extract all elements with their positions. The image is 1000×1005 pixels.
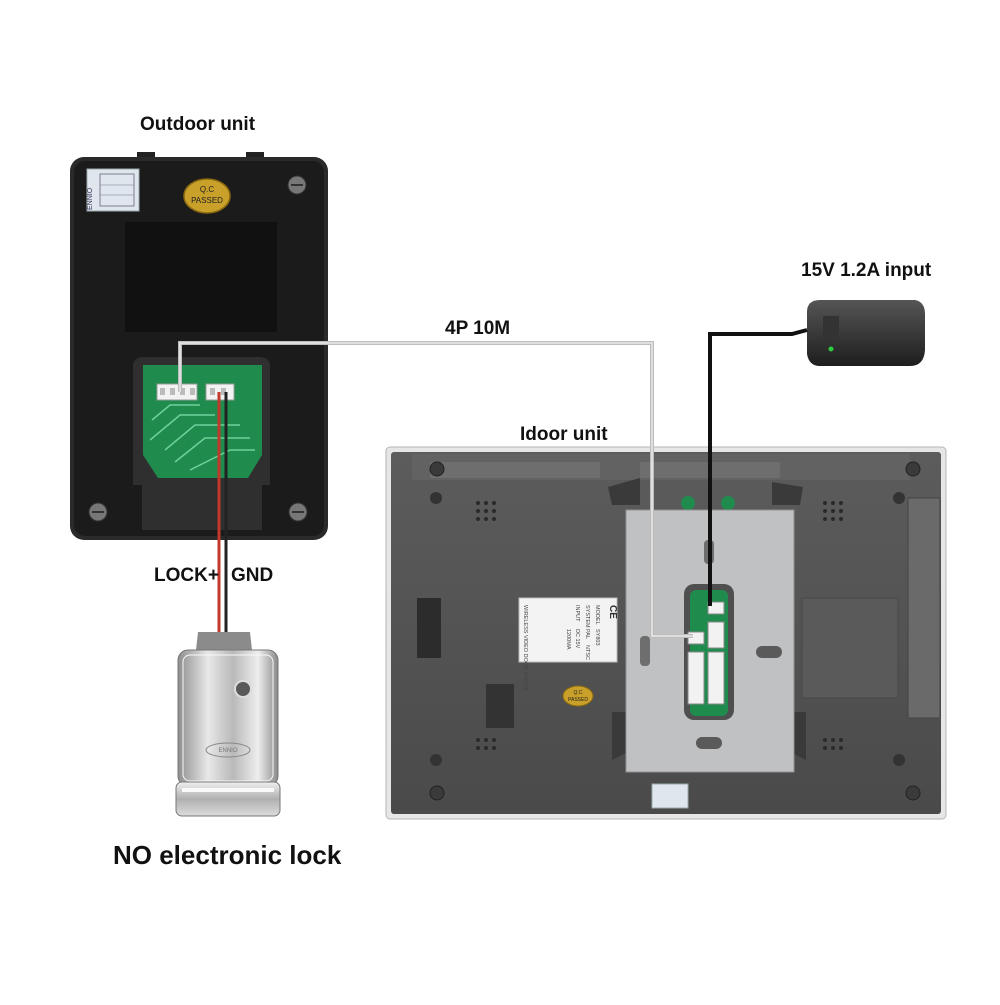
gnd-label: GND xyxy=(231,565,274,586)
spec-input-value: DC 15V xyxy=(574,629,580,649)
spec-model-value: SY803 xyxy=(594,629,600,646)
spec-current: 1200MA xyxy=(565,629,571,650)
cable-label: 4P 10M xyxy=(445,318,511,339)
qc-seal-line1: Q.C xyxy=(200,185,214,194)
cable-4p xyxy=(178,341,693,638)
ce-mark: CE xyxy=(607,605,618,619)
speaker-grill xyxy=(476,738,496,750)
outdoor-sticker-brand: ENNIO xyxy=(87,187,94,210)
lock-plus-label: LOCK+ xyxy=(154,565,219,586)
lock-wires xyxy=(217,392,228,636)
spec-input-label: INPUT xyxy=(574,605,580,622)
indoor-qc-line2: PASSED xyxy=(568,697,588,703)
spec-ntsc: NTSC xyxy=(584,645,590,660)
power-input-label: 15V 1.2A input xyxy=(801,260,932,281)
outdoor-unit: ENNIO Q.C PASSED xyxy=(70,152,328,540)
spec-model-label: MODEL xyxy=(594,605,600,625)
indoor-qc-line1: Q.C xyxy=(574,690,583,696)
speaker-grill xyxy=(823,501,843,521)
screw-icon xyxy=(288,502,308,522)
spec-system-label: SYSTEM xyxy=(584,605,590,628)
indoor-unit-label: Idoor unit xyxy=(520,424,608,445)
speaker-grill xyxy=(823,738,843,750)
lock-brand: ENNIO xyxy=(218,748,237,754)
wall-bracket xyxy=(608,478,806,773)
power-adapter xyxy=(807,300,925,366)
spec-system-value: PAL xyxy=(584,629,590,639)
spec-label: CE MODEL SY803 SYSTEM PAL NTSC INPUT DC … xyxy=(518,597,618,692)
outdoor-unit-label: Outdoor unit xyxy=(140,114,256,135)
power-cable xyxy=(708,328,808,606)
screw-icon xyxy=(88,502,108,522)
outdoor-sticker: ENNIO xyxy=(86,168,140,212)
qc-seal-line2: PASSED xyxy=(191,196,223,205)
speaker-grill xyxy=(476,501,496,521)
indoor-unit: CE MODEL SY803 SYSTEM PAL NTSC INPUT DC … xyxy=(385,446,947,820)
circuit-board xyxy=(143,365,262,478)
electronic-lock: ENNIO xyxy=(175,632,281,817)
screw-icon xyxy=(287,175,307,195)
qc-seal: Q.C PASSED xyxy=(183,178,231,214)
indoor-qc-seal: Q.C PASSED xyxy=(562,685,594,707)
electronic-lock-label: NO electronic lock xyxy=(113,840,342,870)
spec-product: WIRELESS VIDEO DOOR PHONE xyxy=(522,605,528,692)
